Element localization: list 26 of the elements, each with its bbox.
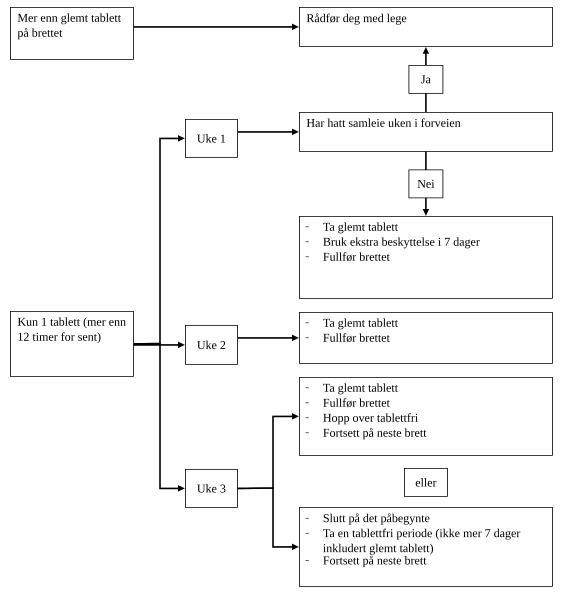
list-box (299, 216, 553, 299)
list-item: Slutt på det påbegynte (324, 513, 430, 525)
text-box: Har hatt samleie uken i forveien (299, 112, 553, 152)
list-box (299, 312, 553, 364)
list-item: Ta en tablettfri periode (ikke mer 7 dager inkludert glemt tablett) (323, 528, 520, 555)
text-box: Rådfør deg med lege (299, 7, 553, 47)
edge-label: Ja (408, 65, 444, 94)
list-box (299, 507, 553, 587)
list-box (299, 377, 553, 456)
step-box: eller (404, 468, 448, 497)
list-item: Ta glemt tablett (323, 383, 398, 394)
list-item: Hopp over tablettfri (323, 413, 418, 424)
list-item: Fortsett på neste brett (323, 556, 426, 567)
list-item: Fullfør brettet (323, 333, 390, 342)
list-item: Ta glemt tablett (323, 318, 398, 330)
edge-label: Nei (408, 170, 444, 198)
step-box: Uke 2 (185, 325, 238, 365)
step-box: Uke 1 (185, 119, 238, 158)
list-item: Fullfør brettet (323, 398, 390, 408)
list-item: Bruk ekstra beskyttelse i 7 dager (323, 237, 480, 248)
step-box: Uke 3 (185, 469, 238, 508)
list-item: Fullfør brettet (323, 252, 390, 262)
text-box: Kun 1 tablett (mer enn 12 timer for sent) (10, 311, 134, 377)
text-box: Mer enn glemt tablett på brettet (10, 7, 134, 60)
list-item: Fortsett på neste brett (323, 428, 426, 440)
list-item: Ta glemt tablett (323, 222, 398, 234)
